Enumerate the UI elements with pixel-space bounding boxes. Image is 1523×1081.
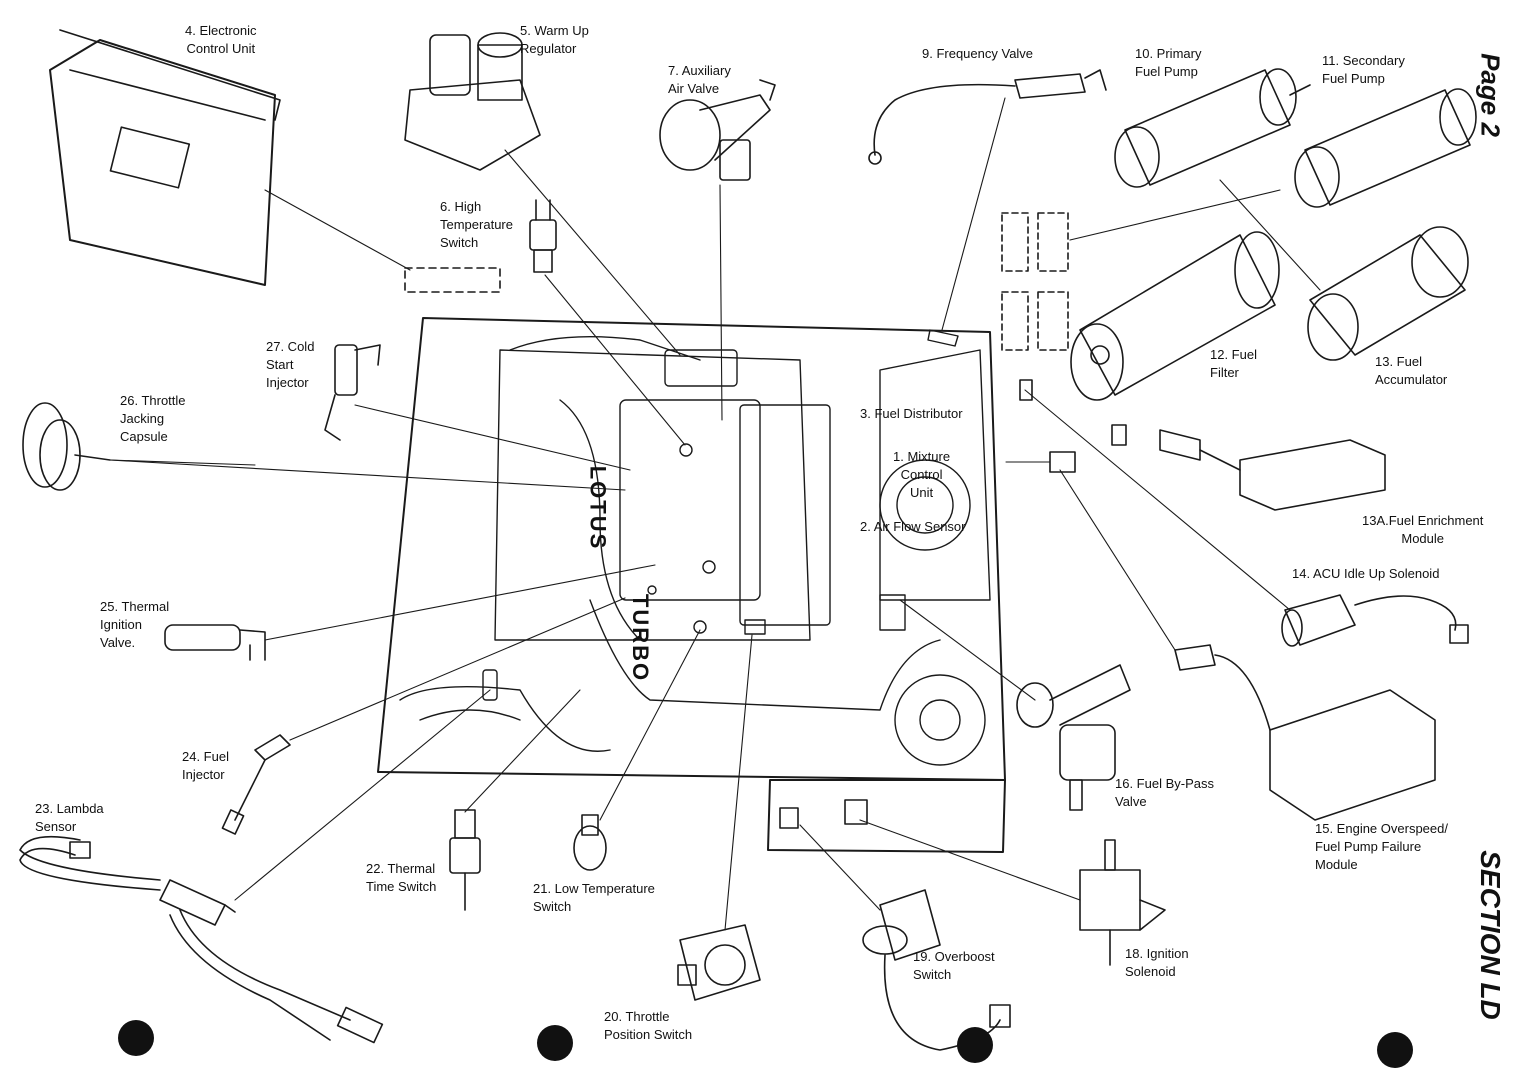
label-air-flow-sensor: 2. Air Flow Sensor [860, 519, 966, 534]
high-temperature-switch-drawing [529, 199, 557, 273]
binder-hole [118, 1020, 154, 1056]
fuel-accumulator-drawing [1307, 226, 1469, 361]
electronic-control-unit-drawing [49, 29, 501, 293]
fuel-injector-drawing [221, 734, 291, 835]
binder-hole [1377, 1032, 1413, 1068]
warm-up-regulator-drawing [404, 32, 541, 171]
engine-model-text: TURBO [628, 593, 654, 683]
label-acu-idle-up-solenoid: 14. ACU Idle Up Solenoid [1292, 566, 1440, 581]
engine-block [399, 329, 991, 766]
fuel-bypass-valve-drawing [1016, 664, 1131, 811]
binder-hole [957, 1027, 993, 1063]
engine-brand-text: LOTUS [585, 465, 611, 551]
frequency-valve-drawing [868, 69, 1107, 165]
fuel-filter-drawing [1070, 231, 1280, 401]
throttle-position-switch-drawing [677, 924, 761, 1001]
thermal-time-switch-drawing [449, 809, 481, 911]
label-fuel-distributor: 3. Fuel Distributor [860, 406, 963, 421]
lambda-sensor-drawing [19, 835, 384, 1044]
thermal-ignition-valve-drawing [164, 624, 266, 661]
bay-sensors [779, 379, 1076, 829]
engine-bay-outline [377, 317, 1006, 853]
section-title: SECTION LD [1475, 850, 1506, 1020]
leader-lines [109, 97, 1321, 931]
relay-placeholders [1001, 212, 1069, 351]
binder-hole [537, 1025, 573, 1061]
cold-start-injector-drawing [324, 344, 381, 441]
overspeed-module-drawing [1174, 644, 1436, 821]
label-frequency-valve: 9. Frequency Valve [922, 46, 1034, 61]
low-temperature-switch-drawing [573, 814, 607, 871]
fuel-enrichment-module-drawing [1111, 424, 1386, 511]
acu-idle-up-solenoid-drawing [1281, 594, 1469, 647]
page-number: Page 2 [1475, 53, 1506, 137]
throttle-jacking-capsule-drawing [22, 402, 111, 491]
auxiliary-air-valve-drawing [659, 79, 776, 181]
fuel-pumps-drawing [1114, 68, 1477, 208]
